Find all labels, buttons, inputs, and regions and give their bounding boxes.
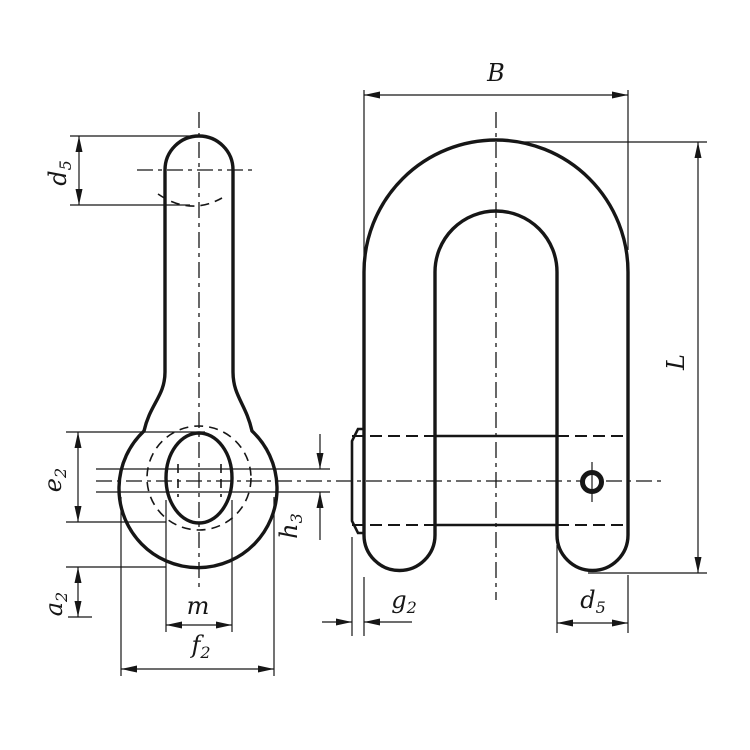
- dimension-d5-front: d5: [556, 545, 629, 633]
- label-e2: e2: [39, 468, 70, 492]
- label-L: L: [662, 354, 690, 371]
- dimension-m: m: [165, 500, 233, 632]
- label-h3: h3: [275, 513, 306, 539]
- side-view-outline: [117, 134, 279, 570]
- side-view: [96, 112, 330, 592]
- dimension-h3: h3: [275, 434, 324, 540]
- front-view-outline: [362, 138, 630, 573]
- pin-head-boss: [350, 427, 366, 535]
- label-d5-side: d5: [44, 160, 75, 186]
- front-view: [96, 112, 662, 600]
- dimension-L: L: [520, 141, 707, 574]
- label-m: m: [187, 592, 210, 620]
- dimension-d5-side: d5: [44, 135, 200, 206]
- dimensions: d5 e2 a2 m f2: [39, 59, 707, 676]
- label-g2: g2: [391, 586, 417, 617]
- dimension-a2: a2: [40, 566, 166, 618]
- dimension-e2: e2: [39, 431, 205, 523]
- label-f2: f2: [189, 631, 210, 662]
- label-d5-front: d5: [580, 586, 606, 617]
- pin-head-hidden-circle: [146, 425, 252, 531]
- label-a2: a2: [40, 592, 71, 617]
- dimension-g2: g2: [322, 537, 417, 636]
- dimension-B: B: [363, 59, 629, 255]
- crown-hidden-arc: [157, 193, 223, 207]
- pin-hole-oval: [164, 431, 234, 525]
- label-B: B: [486, 59, 505, 87]
